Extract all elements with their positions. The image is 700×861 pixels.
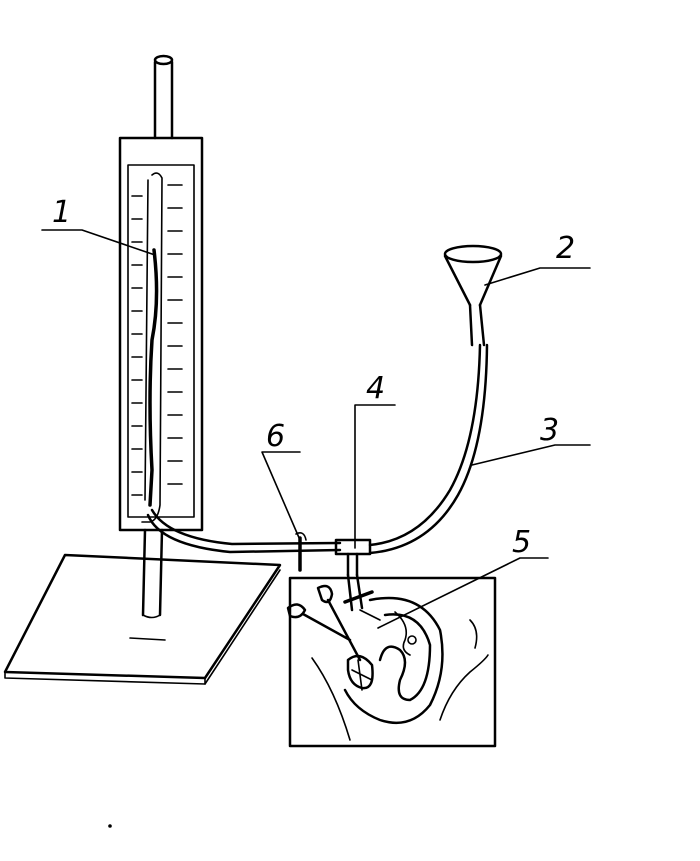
label-pelvis: 5 [512, 525, 531, 560]
manometer [118, 136, 204, 532]
tube-left [146, 508, 342, 554]
stand-base [3, 553, 282, 685]
specimen-board [286, 576, 497, 748]
label-tee-connector: 4 [366, 371, 385, 406]
ink-dot [108, 824, 112, 828]
label-manometer: 1 [52, 195, 71, 230]
tube-right [368, 343, 489, 555]
label-tube: 3 [540, 413, 559, 448]
label-funnel: 2 [556, 231, 575, 266]
tee-connector [334, 538, 372, 612]
label-clamp: 6 [266, 419, 285, 454]
leader-lines [41, 229, 591, 629]
stand-rod [141, 54, 174, 619]
funnel [443, 244, 503, 347]
